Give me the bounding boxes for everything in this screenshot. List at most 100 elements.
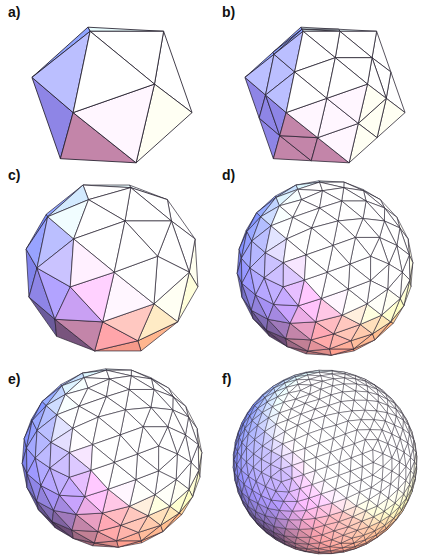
mesh-face — [37, 239, 74, 287]
icosphere — [22, 369, 202, 547]
icosphere — [237, 181, 413, 355]
mesh-face — [297, 537, 311, 544]
mesh-face — [125, 389, 151, 409]
mesh-face — [392, 458, 400, 471]
mesh-face — [136, 454, 159, 480]
mesh-face — [344, 378, 357, 384]
mesh-face — [373, 462, 383, 475]
mesh-face — [290, 322, 316, 340]
panel-label: d) — [222, 168, 235, 182]
mesh-face — [302, 518, 316, 528]
mesh-face — [356, 384, 368, 392]
mesh-face — [371, 475, 382, 487]
mesh-face — [247, 454, 254, 467]
mesh-face — [332, 374, 345, 378]
mesh-face — [363, 201, 384, 221]
mesh-face — [350, 458, 362, 471]
mesh-face — [399, 462, 406, 475]
mesh-face — [286, 339, 311, 351]
mesh-face — [331, 551, 344, 553]
mesh-face — [361, 467, 372, 480]
mesh-face — [362, 454, 373, 467]
mesh-face — [307, 548, 319, 552]
mesh-face — [262, 464, 271, 477]
mesh-face — [335, 31, 372, 57]
mesh-face — [55, 319, 103, 351]
mesh-face — [373, 450, 383, 463]
mesh-face — [88, 27, 164, 31]
mesh-face — [254, 446, 263, 459]
mesh-face — [332, 371, 345, 374]
mesh-face — [306, 549, 319, 552]
mesh-face — [154, 256, 189, 304]
mesh-face — [283, 255, 306, 280]
mesh-face — [265, 239, 286, 263]
mesh-face — [304, 457, 316, 470]
icosahedron — [32, 27, 192, 163]
panel-label: a) — [8, 5, 20, 19]
mesh-face — [331, 551, 343, 553]
mesh-face — [129, 376, 154, 390]
mesh-face — [304, 255, 327, 280]
mesh-face — [348, 264, 370, 289]
icosphere — [26, 185, 198, 351]
panel-label: e) — [8, 372, 20, 386]
mesh-face — [51, 428, 73, 452]
mesh-face — [283, 440, 295, 453]
mesh-face — [367, 392, 378, 402]
mesh-face — [114, 221, 157, 272]
mesh-face — [253, 459, 261, 472]
mesh-face — [72, 530, 98, 543]
mesh-face — [176, 454, 191, 480]
mesh-face — [349, 471, 361, 484]
mesh-face — [73, 31, 154, 112]
mesh-face — [327, 58, 368, 99]
mesh-face — [339, 462, 351, 475]
mesh-face — [117, 541, 142, 547]
mesh-face — [70, 239, 114, 287]
mesh-face — [338, 201, 363, 221]
mesh-face — [261, 451, 271, 464]
mesh-face — [250, 253, 265, 278]
mesh-face — [382, 467, 392, 480]
mesh-face — [332, 371, 345, 374]
mesh-face — [316, 452, 330, 466]
mesh-face — [237, 457, 241, 470]
mesh-face — [292, 461, 304, 474]
mesh-face — [354, 391, 367, 400]
panel-label: c) — [8, 168, 20, 182]
mesh-face — [342, 188, 366, 201]
mesh-face — [91, 445, 114, 471]
panel-label: b) — [222, 5, 235, 19]
mesh-face — [272, 444, 283, 457]
panel-label: f) — [222, 372, 231, 386]
mesh-face — [76, 513, 102, 531]
subdivided-icosahedron — [245, 27, 405, 163]
mesh-face — [247, 440, 255, 454]
mesh-face — [299, 529, 313, 538]
mesh-face — [398, 475, 406, 489]
mesh-face — [241, 448, 246, 462]
mesh-face — [341, 543, 354, 548]
mesh-face — [125, 188, 171, 221]
mesh-face — [151, 389, 173, 409]
mesh-face — [341, 392, 354, 402]
mesh-face — [69, 445, 92, 471]
mesh-face — [281, 452, 293, 465]
mesh-face — [286, 72, 327, 113]
mesh-face — [406, 466, 411, 480]
mesh-face — [296, 375, 309, 380]
mesh-face — [293, 448, 305, 461]
mesh-face — [35, 442, 51, 468]
mesh-face — [159, 446, 178, 471]
mesh-face — [342, 384, 355, 392]
mesh-face — [271, 469, 281, 482]
mesh-face — [329, 349, 353, 355]
mesh-face — [383, 454, 392, 467]
mesh-face — [388, 264, 403, 289]
mesh-face — [345, 378, 357, 384]
icosphere — [233, 370, 417, 553]
mesh-face — [411, 457, 415, 470]
mesh-face — [271, 456, 282, 469]
